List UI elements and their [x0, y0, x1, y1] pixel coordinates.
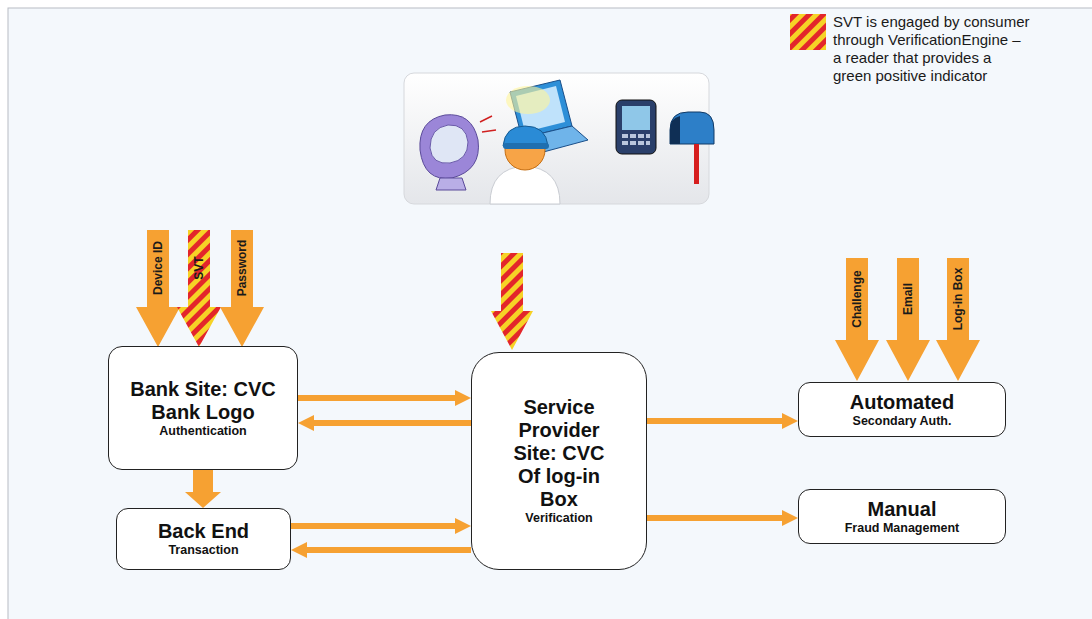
input-label: Device ID [151, 241, 165, 295]
input-label: SVT [192, 256, 206, 279]
flow-arrow [647, 515, 786, 521]
flow-arrow [310, 420, 471, 426]
box-subtitle: Authentication [159, 424, 247, 439]
flow-arrow [193, 470, 213, 494]
box-title: Service Provider Site: CVC Of log-in Box [503, 396, 615, 511]
service-provider-box: Service Provider Site: CVC Of log-in Box… [471, 352, 647, 570]
input-label: Challenge [850, 270, 864, 327]
box-subtitle: Secondary Auth. [853, 414, 952, 429]
manual-fraud-box: ManualFraud Management [798, 489, 1006, 544]
box-title: Manual [868, 498, 937, 521]
input-label: Log-in Box [951, 268, 965, 331]
bank-site-box: Bank Site: CVC Bank LogoAuthentication [108, 346, 298, 470]
back-end-box: Back EndTransaction [116, 508, 291, 570]
box-subtitle: Transaction [168, 543, 238, 558]
legend-text: SVT is engaged by consumer through Verif… [833, 13, 1033, 85]
box-title: Back End [158, 520, 249, 543]
frame [8, 8, 1092, 619]
flow-arrow [291, 523, 459, 529]
flow-arrow [647, 418, 786, 424]
legend-swatch [790, 14, 826, 50]
box-title: Bank Site: CVC Bank Logo [118, 378, 288, 424]
svt-arrow [491, 253, 533, 350]
automated-auth-box: AutomatedSecondary Auth. [798, 382, 1006, 437]
input-label: Email [901, 283, 915, 315]
box-subtitle: Verification [525, 511, 592, 526]
box-subtitle: Fraud Management [845, 521, 960, 536]
input-label: Password [235, 240, 249, 297]
box-title: Automated [850, 391, 954, 414]
user-devices-picture [404, 73, 714, 204]
flow-arrow [303, 547, 471, 553]
flow-arrow [298, 395, 459, 401]
